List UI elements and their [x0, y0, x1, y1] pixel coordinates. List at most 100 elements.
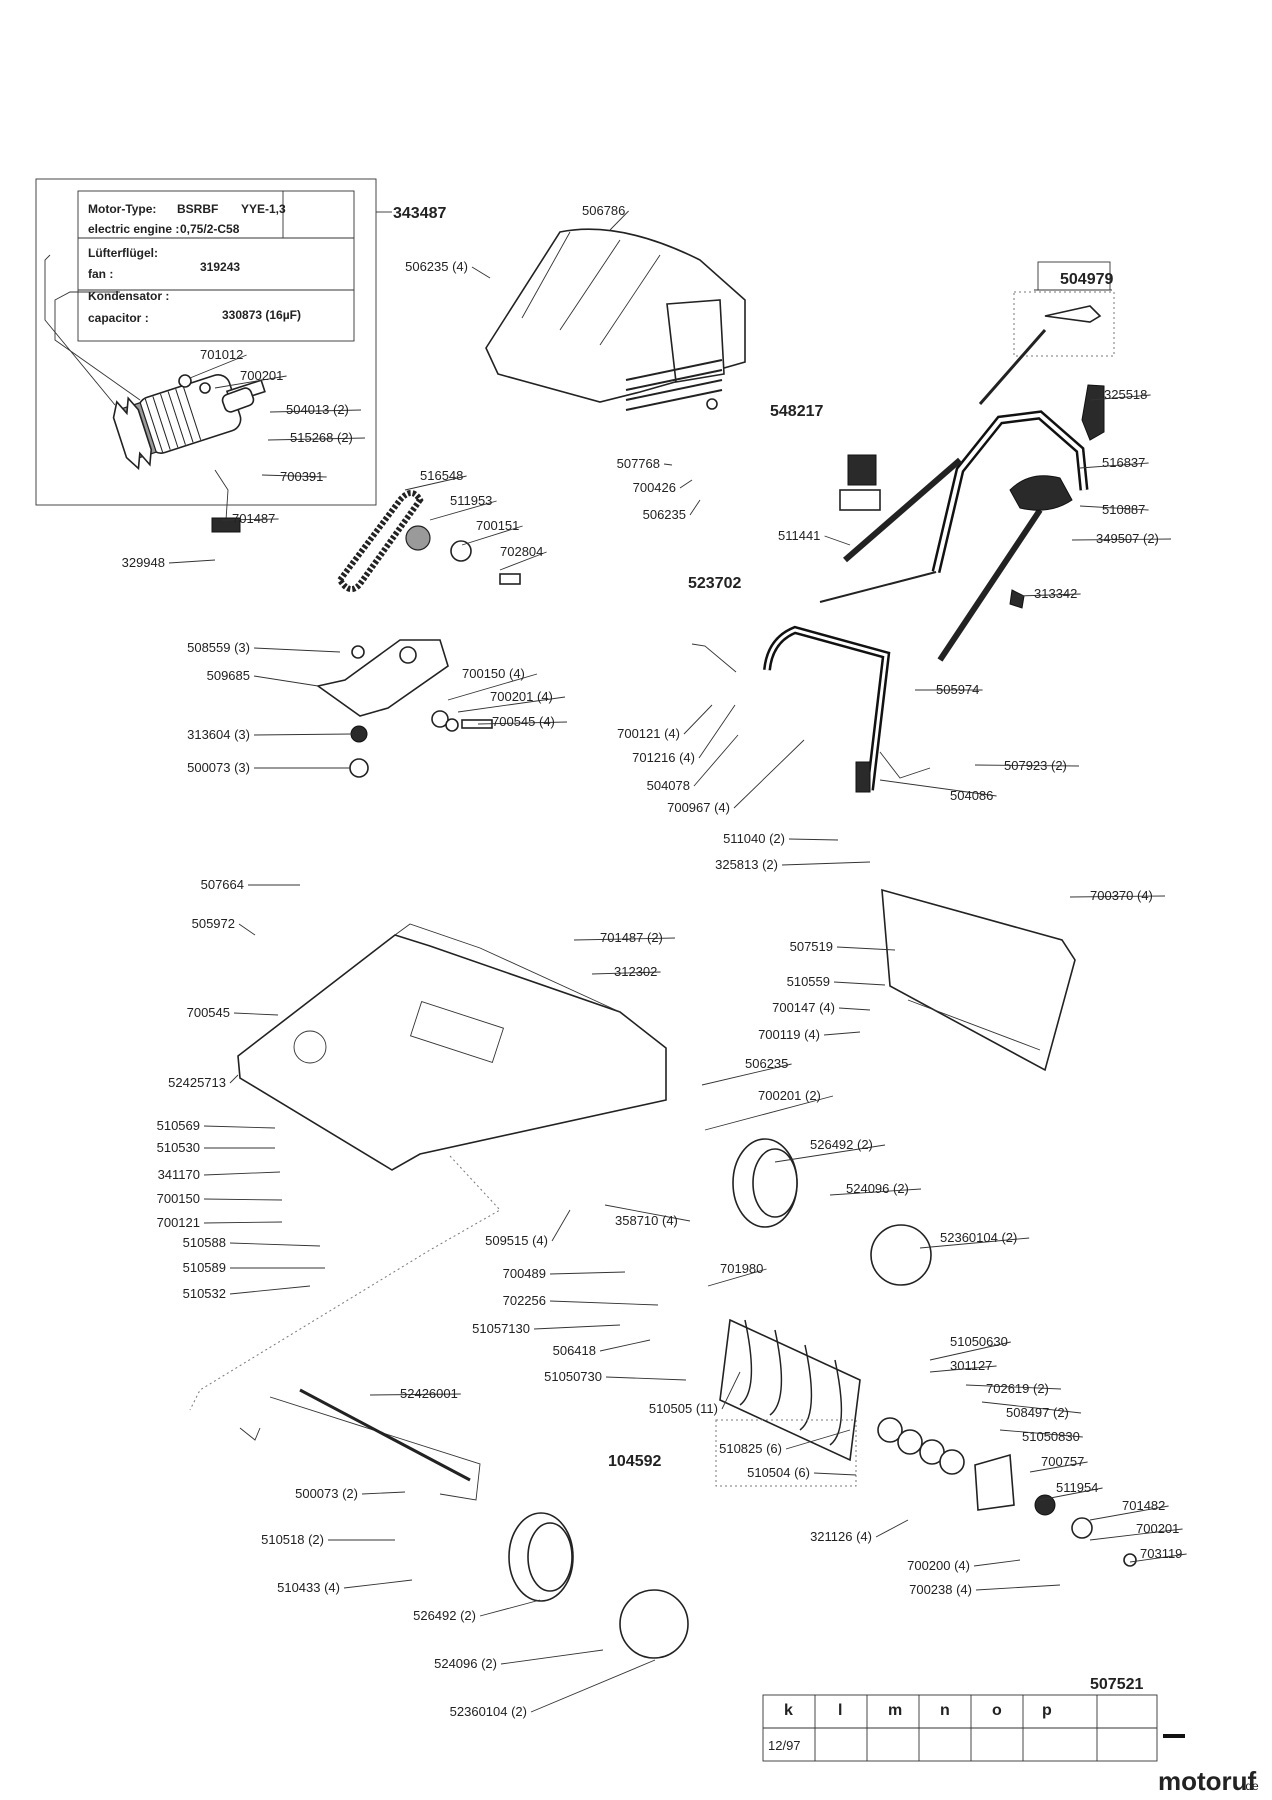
title-header-m: m	[888, 1702, 902, 1719]
assembly-number-roller: 104592	[608, 1453, 661, 1470]
leader-line	[1089, 1505, 1169, 1521]
part-number-label: 700150 (4)	[462, 666, 525, 681]
part-number-label: 700238 (4)	[909, 1582, 972, 1597]
part-number-label: 510569	[157, 1118, 200, 1133]
part-number-label: 321126 (4)	[810, 1529, 872, 1544]
leader-line	[698, 704, 736, 759]
leader-line	[733, 739, 805, 809]
leader-line	[238, 923, 256, 936]
title-header-p: p	[1042, 1702, 1052, 1719]
part-number-label: 510433 (4)	[277, 1580, 340, 1595]
leader-line	[1129, 1553, 1187, 1563]
leader-line	[253, 647, 341, 653]
part-number-label: 702619 (2)	[986, 1381, 1049, 1396]
capacitor-label-de: Kondensator :	[88, 289, 169, 303]
leader-line	[683, 704, 713, 735]
belt	[336, 490, 521, 593]
leader-line	[929, 1365, 997, 1373]
part-number-label: 509515 (4)	[485, 1233, 548, 1248]
leader-line	[838, 1007, 871, 1011]
watermark-suffix: .de	[1242, 1779, 1259, 1793]
leader-line	[457, 696, 566, 713]
leader-line	[477, 721, 568, 725]
part-number-label: 526492 (2)	[810, 1137, 873, 1152]
part-number-label: 524096 (2)	[846, 1181, 909, 1196]
part-number-label: 510518 (2)	[261, 1532, 324, 1547]
part-number-label: 700201	[1136, 1521, 1179, 1536]
part-number-label: 506418	[553, 1343, 596, 1358]
leader-line	[707, 1268, 767, 1287]
leader-line	[267, 437, 366, 441]
assembly-number-handle: 523702	[688, 575, 741, 592]
leader-line	[361, 1491, 406, 1495]
leader-line	[573, 937, 676, 941]
fan-label-de: Lüfterflügel:	[88, 246, 158, 260]
part-number-label: 504086	[950, 788, 993, 803]
assembly-number-lever: 548217	[770, 403, 823, 420]
leader-line	[203, 1221, 283, 1224]
part-number-label: 51050630	[950, 1334, 1008, 1349]
part-number-label: 700119 (4)	[758, 1027, 820, 1042]
leader-line	[499, 551, 547, 571]
part-number-label: 505974	[936, 682, 979, 697]
part-number-label: 325518	[1104, 387, 1147, 402]
leader-line	[203, 1171, 281, 1176]
part-number-label: 508559 (3)	[187, 640, 250, 655]
fan-value: 319243	[200, 260, 240, 274]
leader-line	[461, 525, 523, 546]
leader-line	[788, 838, 839, 841]
motor-info-box: Motor-Type: BSRBF YYE-1,3 electric engin…	[35, 178, 446, 506]
part-number-label: 700489	[503, 1266, 546, 1281]
part-number-label: 510504 (6)	[747, 1465, 810, 1480]
part-number-label: 700370 (4)	[1090, 888, 1153, 903]
part-number-label: 700967 (4)	[667, 800, 730, 815]
part-number-label: 700121	[157, 1215, 200, 1230]
part-number-label: 511441	[778, 528, 820, 543]
leader-line	[591, 971, 661, 975]
watermark: motoruf .de	[1158, 1766, 1259, 1796]
title-block: k l m n o p 12/97 507521	[762, 1676, 1185, 1762]
leader-line	[833, 981, 886, 986]
part-number-label: 325813 (2)	[715, 857, 778, 872]
leader-line	[549, 1271, 626, 1275]
part-number-label: 515268 (2)	[290, 430, 353, 445]
title-date: 12/97	[768, 1738, 801, 1753]
part-number-label: 52360104 (2)	[450, 1704, 527, 1719]
part-number-label: 700201	[240, 368, 283, 383]
part-number-label: 51057130	[472, 1321, 530, 1336]
capacitor-label-en: capacitor :	[88, 311, 149, 325]
part-number-label: 702256	[503, 1293, 546, 1308]
leader-line	[168, 559, 216, 564]
part-number-label: 506235 (4)	[405, 259, 468, 274]
part-number-label: 504078	[647, 778, 690, 793]
height-adjust-linkage	[189, 1155, 501, 1501]
leader-line	[689, 499, 701, 516]
part-number-label: 52425713	[168, 1075, 226, 1090]
leader-line	[875, 1519, 909, 1538]
part-number-label: 701487 (2)	[600, 930, 663, 945]
leader-line	[1089, 394, 1151, 401]
leader-line	[929, 1341, 1011, 1361]
part-number-label: 524096 (2)	[434, 1656, 497, 1671]
part-number-label: 700545	[187, 1005, 230, 1020]
part-number-label: 504013 (2)	[286, 402, 349, 417]
leader-line	[679, 479, 693, 489]
part-number-label: 506235	[745, 1056, 788, 1071]
leader-line	[253, 733, 353, 736]
leader-line	[471, 266, 491, 279]
leader-line	[609, 210, 629, 231]
leader-line	[829, 1188, 922, 1196]
part-number-label: 341170	[158, 1167, 200, 1182]
motor-bracket	[316, 639, 493, 778]
part-number-label: 511954	[1056, 1480, 1098, 1495]
part-number-label: 510532	[183, 1286, 226, 1301]
title-header-o: o	[992, 1702, 1002, 1719]
part-number-label: 701012	[200, 347, 243, 362]
part-number-label: 511040 (2)	[723, 831, 785, 846]
part-number-label: 701487	[232, 511, 275, 526]
part-number-label: 510530	[157, 1140, 200, 1155]
part-number-label: 51050830	[1022, 1429, 1080, 1444]
assembly-number-grip: 504979	[1060, 271, 1113, 288]
leader-line	[975, 1584, 1061, 1591]
